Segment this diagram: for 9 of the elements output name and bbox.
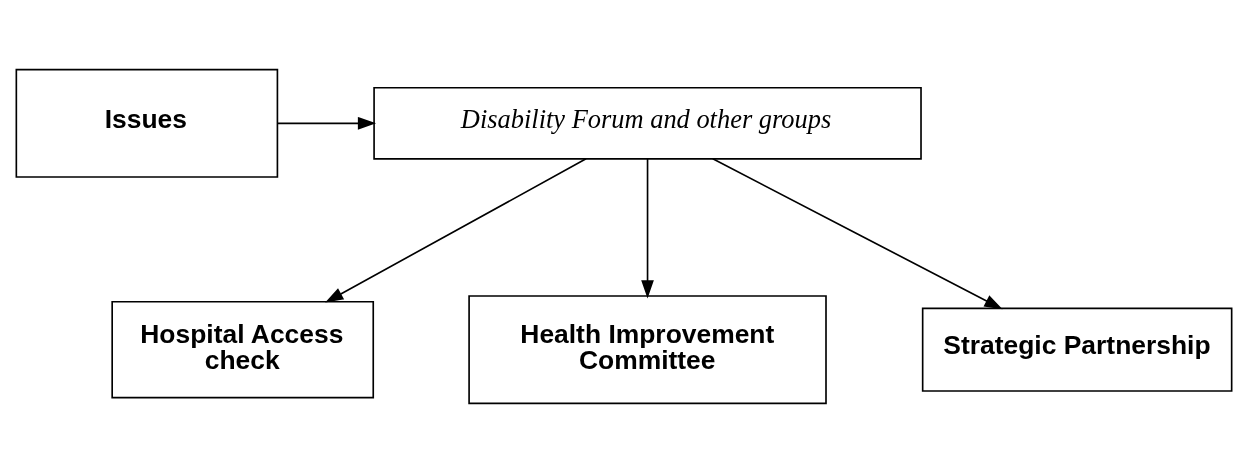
arrow: [641, 157, 654, 298]
node-box: Disability Forum and other groups: [373, 86, 922, 160]
node-box: Hospital Access check: [111, 300, 375, 398]
arrow: [325, 157, 587, 303]
node-box: Strategic Partnership: [921, 307, 1233, 392]
node-box: Issues: [15, 68, 279, 178]
arrow: [276, 116, 377, 130]
arrow: [711, 157, 1003, 309]
node-box: Health Improvement Committee: [468, 294, 827, 404]
